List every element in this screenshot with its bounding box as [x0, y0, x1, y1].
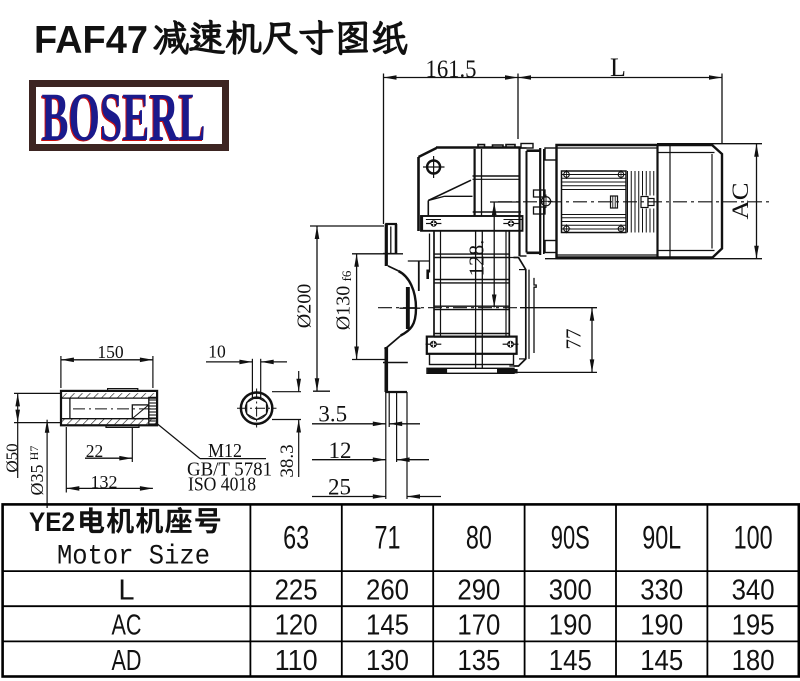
svg-text:190: 190	[549, 610, 592, 642]
svg-text:M12: M12	[208, 440, 242, 462]
svg-text:Motor Size: Motor Size	[57, 542, 210, 573]
svg-text:f6: f6	[339, 270, 354, 281]
svg-text:300: 300	[549, 575, 592, 607]
svg-text:145: 145	[366, 610, 409, 642]
svg-text:340: 340	[732, 575, 775, 607]
svg-text:ISO 4018: ISO 4018	[188, 474, 256, 496]
svg-text:225: 225	[275, 575, 318, 607]
svg-text:BOSERL: BOSERL	[41, 80, 205, 156]
svg-text:330: 330	[640, 575, 683, 607]
svg-text:3.5: 3.5	[318, 402, 347, 427]
svg-text:170: 170	[457, 610, 500, 642]
svg-text:180: 180	[732, 645, 775, 677]
svg-text:161.5: 161.5	[426, 56, 477, 83]
svg-text:195: 195	[732, 610, 775, 642]
svg-text:25: 25	[328, 475, 351, 500]
svg-text:L: L	[610, 53, 626, 82]
svg-text:AD: AD	[112, 645, 142, 677]
svg-text:77: 77	[562, 329, 586, 350]
svg-text:AC: AC	[112, 610, 142, 642]
svg-text:135: 135	[457, 645, 500, 677]
svg-text:290: 290	[457, 575, 500, 607]
svg-text:GB/T 5781: GB/T 5781	[187, 459, 272, 481]
svg-text:145: 145	[549, 645, 592, 677]
svg-text:10: 10	[208, 342, 226, 362]
svg-text:12: 12	[329, 438, 352, 463]
svg-text:110: 110	[275, 645, 318, 677]
svg-text:132: 132	[91, 472, 118, 492]
svg-text:Ø50: Ø50	[3, 443, 22, 472]
svg-text:38.3: 38.3	[277, 444, 298, 477]
svg-text:80: 80	[466, 520, 492, 556]
svg-text:190: 190	[640, 610, 683, 642]
svg-text:AC: AC	[728, 183, 753, 220]
svg-text:150: 150	[97, 342, 124, 362]
svg-text:FAF47: FAF47	[34, 19, 148, 62]
svg-text:BOSERL: BOSERL	[42, 79, 206, 155]
svg-text:90L: 90L	[642, 520, 681, 556]
svg-text:90S: 90S	[551, 520, 590, 556]
svg-text:L: L	[118, 575, 134, 607]
svg-text:71: 71	[375, 520, 401, 556]
svg-text:120: 120	[275, 610, 318, 642]
svg-text:H7: H7	[27, 446, 41, 461]
svg-text:Ø200: Ø200	[294, 284, 316, 328]
svg-text:130: 130	[366, 645, 409, 677]
svg-text:100: 100	[734, 520, 773, 556]
svg-text:260: 260	[366, 575, 409, 607]
svg-text:YE2: YE2	[29, 507, 75, 537]
svg-text:22: 22	[86, 441, 104, 461]
svg-text:Ø130: Ø130	[333, 286, 355, 330]
svg-text:63: 63	[283, 520, 309, 556]
svg-text:Ø35: Ø35	[27, 465, 47, 496]
svg-text:145: 145	[640, 645, 683, 677]
